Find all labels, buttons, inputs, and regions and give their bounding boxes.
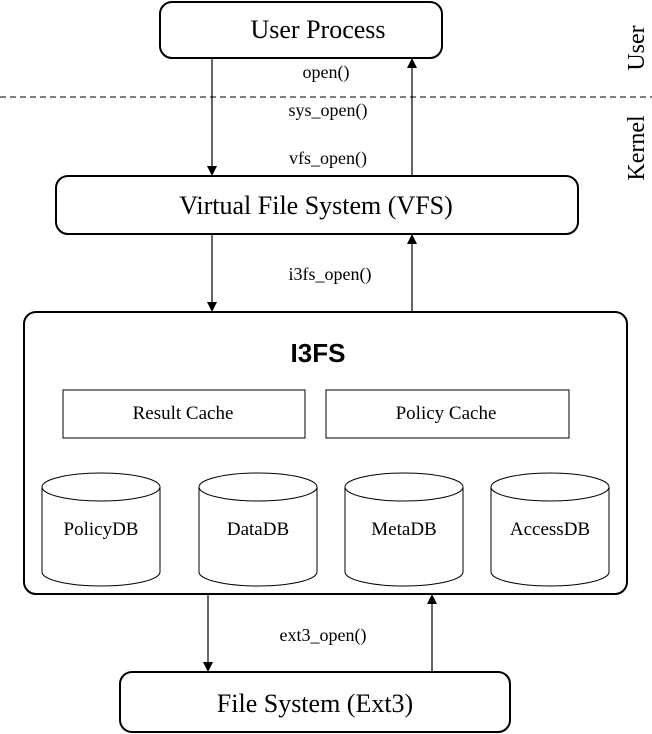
vfs-open-call-label: vfs_open() bbox=[289, 148, 367, 169]
database-cylinder-metadb: MetaDB bbox=[344, 472, 464, 587]
ext3-open-call-label: ext3_open() bbox=[280, 625, 367, 646]
database-label: PolicyDB bbox=[64, 519, 139, 540]
database-cylinder-accessdb: AccessDB bbox=[490, 472, 610, 587]
database-label: AccessDB bbox=[510, 519, 590, 540]
policy-cache-box bbox=[325, 389, 570, 439]
user-process-label: User Process bbox=[250, 15, 385, 44]
ext3-label: File System (Ext3) bbox=[217, 689, 413, 718]
vfs-box bbox=[55, 175, 579, 235]
database-cylinder-datadb: DataDB bbox=[198, 472, 318, 587]
open-call-label: open() bbox=[303, 62, 350, 83]
sys-open-call-label: sys_open() bbox=[289, 100, 368, 121]
database-cylinder-policydb: PolicyDB bbox=[41, 472, 161, 587]
kernel-region-label: Kernel bbox=[624, 115, 650, 181]
user-process-box bbox=[159, 1, 443, 59]
i3fs-title: I3FS bbox=[291, 338, 346, 368]
i3fs-box bbox=[23, 311, 628, 595]
result-cache-label: Result Cache bbox=[133, 403, 234, 424]
i3fs-open-call-label: i3fs_open() bbox=[289, 264, 372, 285]
ext3-box bbox=[119, 671, 511, 733]
database-label: DataDB bbox=[227, 519, 289, 540]
user-region-label: User bbox=[624, 25, 650, 70]
vfs-label: Virtual File System (VFS) bbox=[179, 191, 453, 220]
policy-cache-label: Policy Cache bbox=[396, 403, 497, 424]
database-label: MetaDB bbox=[371, 519, 436, 540]
result-cache-box bbox=[62, 389, 306, 439]
